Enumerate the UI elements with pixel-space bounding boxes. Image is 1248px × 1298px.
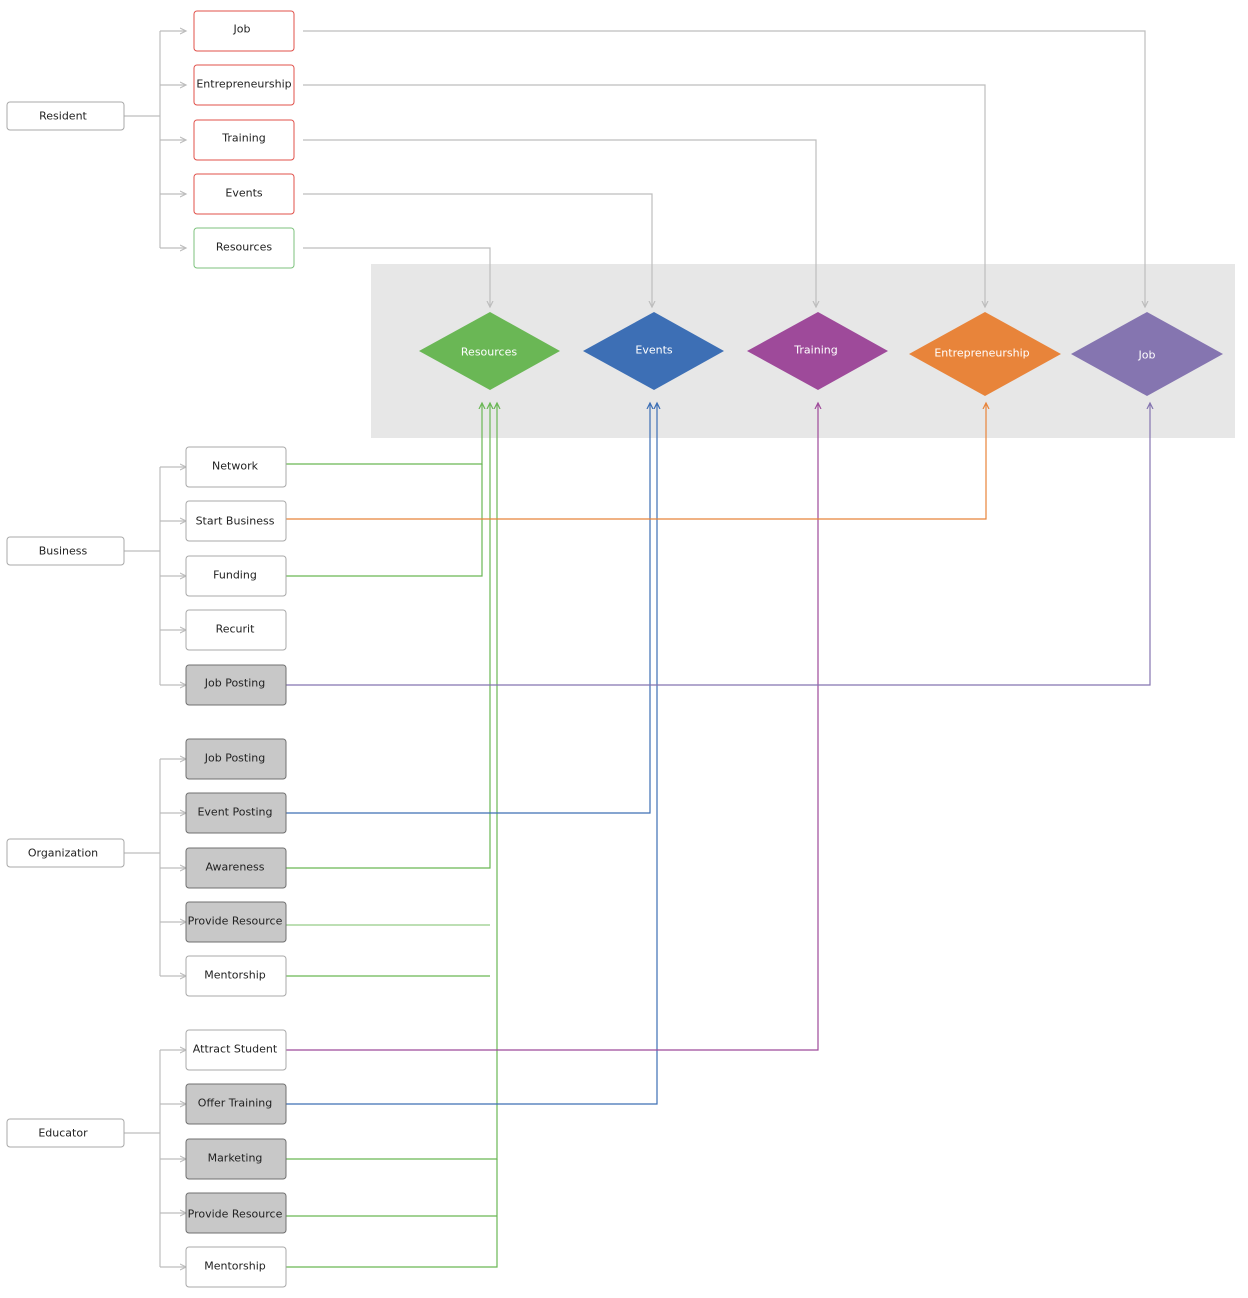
- resident-item-entrepreneurship[interactable]: Entrepreneurship: [193, 64, 295, 106]
- actor-organization-label: Organization: [28, 847, 98, 860]
- educator-item-label: Attract Student: [193, 1043, 278, 1056]
- resident-item-job[interactable]: Job: [193, 10, 295, 52]
- events-connectors: [286, 403, 657, 1105]
- hub-events-label: Events: [635, 344, 673, 357]
- resident-item-label: Job: [233, 23, 251, 36]
- actor-resident-label: Resident: [39, 110, 87, 123]
- business-item-start-business[interactable]: Start Business: [185, 500, 287, 542]
- training-connectors: [286, 403, 818, 1051]
- entrepreneurship-connectors: [286, 403, 986, 520]
- business-item-label: Recurit: [216, 623, 256, 636]
- actor-business-label: Business: [39, 545, 88, 558]
- resident-item-label: Resources: [216, 241, 272, 254]
- actor-organization[interactable]: Organization: [6, 838, 125, 868]
- organization-tree-lines: [124, 759, 186, 976]
- organization-item-label: Mentorship: [204, 969, 266, 982]
- hub-entrepreneurship[interactable]: Entrepreneurship: [909, 312, 1061, 396]
- resident-item-label: Training: [221, 132, 265, 145]
- organization-item-provide-resource[interactable]: Provide Resource: [185, 901, 287, 943]
- resident-item-resources[interactable]: Resources: [193, 227, 295, 269]
- business-item-recurit[interactable]: Recurit: [185, 609, 287, 651]
- resident-tree-lines: [124, 31, 186, 248]
- business-tree-lines: [124, 467, 186, 685]
- business-item-label: Job Posting: [204, 677, 265, 690]
- actor-business[interactable]: Business: [6, 536, 125, 566]
- hub-entrepreneurship-label: Entrepreneurship: [934, 347, 1029, 360]
- business-item-label: Funding: [213, 569, 257, 582]
- hub-job-label: Job: [1138, 349, 1156, 362]
- educator-item-mentorship[interactable]: Mentorship: [185, 1246, 287, 1288]
- organization-item-job-posting[interactable]: Job Posting: [185, 738, 287, 780]
- business-item-network[interactable]: Network: [185, 446, 287, 488]
- business-item-label: Start Business: [196, 515, 275, 528]
- job-connectors: [286, 403, 1150, 686]
- educator-item-label: Marketing: [208, 1152, 263, 1165]
- actor-educator-label: Educator: [38, 1127, 88, 1140]
- business-item-funding[interactable]: Funding: [185, 555, 287, 597]
- educator-item-label: Mentorship: [204, 1260, 266, 1273]
- organization-item-label: Awareness: [205, 861, 264, 874]
- educator-item-offer-training[interactable]: Offer Training: [185, 1083, 287, 1125]
- resident-item-label: Entrepreneurship: [196, 78, 291, 91]
- hub-resources[interactable]: Resources: [419, 312, 560, 390]
- resources-connectors: [286, 403, 497, 1268]
- resident-item-training[interactable]: Training: [193, 119, 295, 161]
- educator-item-provide-resource[interactable]: Provide Resource: [185, 1192, 287, 1234]
- organization-item-mentorship[interactable]: Mentorship: [185, 955, 287, 997]
- educator-item-label: Offer Training: [198, 1097, 272, 1110]
- resident-hub-lines: [303, 30, 1145, 307]
- resident-item-events[interactable]: Events: [193, 173, 295, 215]
- organization-item-label: Event Posting: [197, 806, 272, 819]
- hub-training[interactable]: Training: [747, 312, 888, 390]
- hub-training-label: Training: [793, 344, 837, 357]
- organization-item-awareness[interactable]: Awareness: [185, 847, 287, 889]
- organization-item-label: Provide Resource: [188, 915, 283, 928]
- hub-events[interactable]: Events: [583, 312, 724, 390]
- actor-resident[interactable]: Resident: [6, 101, 125, 131]
- educator-item-label: Provide Resource: [188, 1208, 283, 1221]
- business-item-label: Network: [212, 460, 259, 473]
- resident-item-label: Events: [225, 187, 263, 200]
- hub-resources-label: Resources: [461, 346, 517, 359]
- educator-tree-lines: [124, 1050, 186, 1267]
- educator-item-attract-student[interactable]: Attract Student: [185, 1029, 287, 1071]
- business-item-job-posting[interactable]: Job Posting: [185, 664, 287, 706]
- actor-educator[interactable]: Educator: [6, 1118, 125, 1148]
- hub-job[interactable]: Job: [1071, 312, 1223, 396]
- organization-item-label: Job Posting: [204, 752, 265, 765]
- educator-item-marketing[interactable]: Marketing: [185, 1138, 287, 1180]
- organization-item-event-posting[interactable]: Event Posting: [185, 792, 287, 834]
